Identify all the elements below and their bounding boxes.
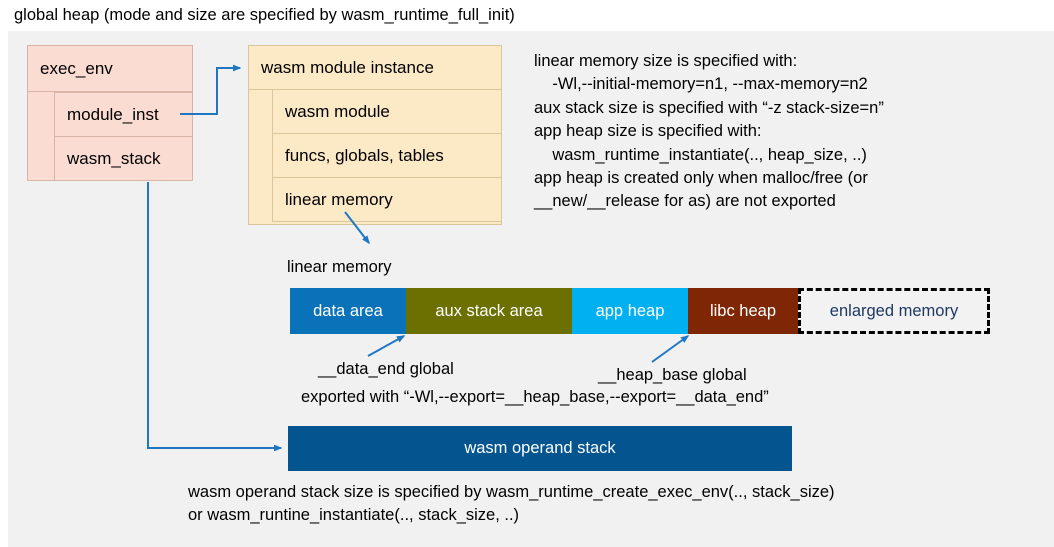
exec-env-header: exec_env bbox=[27, 45, 193, 92]
wasm-operand-stack-bar: wasm operand stack bbox=[288, 426, 792, 471]
memory-segment-data-area-label: data area bbox=[313, 301, 383, 320]
page-title: global heap (mode and size are specified… bbox=[14, 6, 515, 24]
linear-memory-caption: linear memory bbox=[287, 258, 392, 276]
memory-segment-enlarged-memory-label: enlarged memory bbox=[829, 301, 959, 320]
exec-env-field-module-inst-label: module_inst bbox=[67, 104, 159, 124]
linear-memory-notes: linear memory size is specified with: -W… bbox=[534, 52, 884, 211]
module-instance-header-label: wasm module instance bbox=[261, 57, 434, 77]
module-instance-field-wasm-module-label: wasm module bbox=[285, 101, 390, 121]
module-instance-field-wasm-module: wasm module bbox=[272, 89, 502, 134]
annotation-heap-base: __heap_base global bbox=[598, 366, 747, 384]
module-instance-field-linear-memory-label: linear memory bbox=[285, 189, 393, 209]
memory-segment-app-heap: app heap bbox=[572, 288, 688, 334]
memory-segment-data-area: data area bbox=[290, 288, 406, 334]
module-instance-field-linear-memory: linear memory bbox=[272, 177, 502, 222]
exec-env-field-wasm-stack: wasm_stack bbox=[54, 136, 193, 181]
exec-env-field-module-inst: module_inst bbox=[54, 92, 193, 137]
exec-env-header-label: exec_env bbox=[40, 58, 113, 78]
operand-stack-notes: wasm operand stack size is specified by … bbox=[188, 483, 835, 525]
exec-env-field-wasm-stack-label: wasm_stack bbox=[67, 148, 161, 168]
annotation-exported-with: exported with “-Wl,--export=__heap_base,… bbox=[301, 388, 769, 406]
memory-segment-libc-heap-label: libc heap bbox=[709, 301, 777, 320]
module-instance-header: wasm module instance bbox=[248, 45, 502, 90]
module-instance-field-funcs-globals-tables: funcs, globals, tables bbox=[272, 133, 502, 178]
memory-segment-app-heap-label: app heap bbox=[595, 301, 665, 320]
memory-segment-aux-stack-area-label: aux stack area bbox=[435, 301, 543, 320]
wasm-operand-stack-label: wasm operand stack bbox=[464, 439, 616, 457]
linear-memory-bar: data area aux stack area app heap libc h… bbox=[290, 288, 990, 334]
memory-segment-enlarged-memory: enlarged memory bbox=[798, 288, 990, 334]
memory-segment-libc-heap: libc heap bbox=[688, 288, 798, 334]
annotation-data-end: __data_end global bbox=[318, 360, 454, 378]
module-instance-field-funcs-globals-tables-label: funcs, globals, tables bbox=[285, 145, 444, 165]
memory-segment-aux-stack-area: aux stack area bbox=[406, 288, 572, 334]
